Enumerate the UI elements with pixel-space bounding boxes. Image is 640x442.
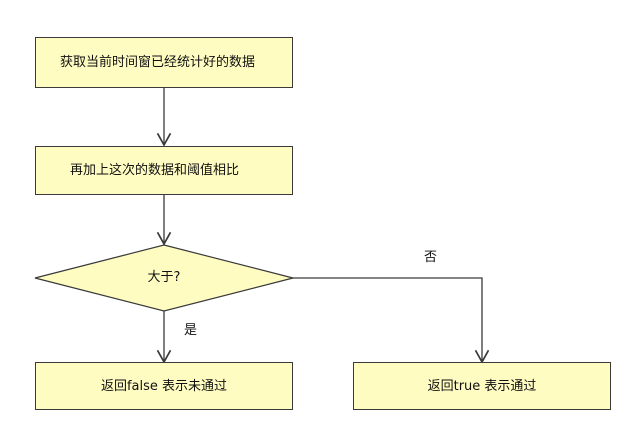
- result-box-true-text: 返回true 表示通过: [427, 378, 537, 394]
- process-box-get-count: 获取当前时间窗已经统计好的数据: [35, 37, 293, 88]
- edge-decision-no: [293, 277, 490, 364]
- result-box-true: 返回true 表示通过: [353, 362, 611, 410]
- result-box-false-text: 返回false 表示未通过: [100, 378, 228, 394]
- edge-label-yes: 是: [184, 323, 198, 338]
- process-box-add-compare-text: 再加上这次的数据和阈值相比: [70, 163, 240, 178]
- result-box-false: 返回false 表示未通过: [35, 362, 293, 410]
- process-box-get-count-text: 获取当前时间窗已经统计好的数据: [60, 55, 256, 70]
- edge-label-no: 否: [424, 250, 438, 265]
- process-box-add-compare: 再加上这次的数据和阈值相比: [35, 146, 293, 195]
- decision-label: 大于?: [147, 270, 181, 285]
